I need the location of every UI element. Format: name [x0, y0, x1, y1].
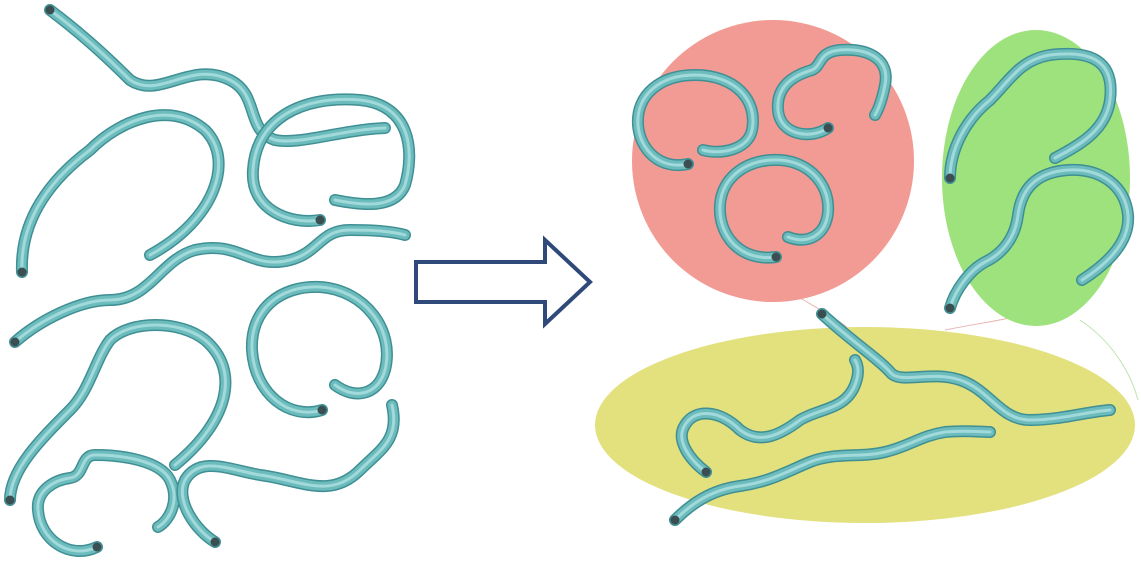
chain-yellow-3 [669, 425, 996, 526]
chain-end-cap [683, 159, 693, 169]
right-panel-clusters [595, 20, 1139, 526]
chain-end-cap [945, 173, 955, 183]
chain-left-1 [44, 4, 391, 147]
chain-end-cap [670, 515, 680, 525]
faint-connector-line [1079, 319, 1139, 401]
chain-left-4 [9, 224, 411, 348]
cluster-yellow [595, 327, 1135, 523]
chain-left-2 [15, 109, 225, 278]
chain-end-cap [5, 495, 15, 505]
chain-red-3 [713, 153, 835, 264]
chain-end-cap [45, 5, 55, 15]
chain-green-2 [944, 163, 1135, 314]
chain-left-8 [176, 399, 400, 548]
chain-yellow-1 [816, 308, 1116, 426]
left-panel-free-chains [4, 4, 416, 558]
faint-connector-line [944, 317, 1011, 331]
chain-end-cap [701, 467, 711, 477]
chain-end-cap [823, 123, 833, 133]
chain-green-1 [944, 47, 1117, 184]
chain-end-cap [771, 252, 781, 262]
chain-left-3 [246, 93, 416, 227]
chain-end-cap [92, 542, 102, 552]
chain-end-cap [210, 537, 220, 547]
chain-yellow-2 [675, 354, 864, 478]
chain-end-cap [317, 405, 327, 415]
chain-end-cap [17, 267, 27, 277]
chain-end-cap [945, 303, 955, 313]
chain-left-5 [4, 319, 232, 506]
chain-red-1 [631, 69, 759, 172]
chain-red-2 [771, 43, 892, 141]
chain-left-7 [31, 449, 181, 558]
chain-left-6 [245, 280, 393, 419]
chain-end-cap [10, 337, 20, 347]
chain-end-cap [315, 215, 325, 225]
right-arrow-icon [414, 235, 593, 329]
chain-end-cap [817, 309, 827, 319]
